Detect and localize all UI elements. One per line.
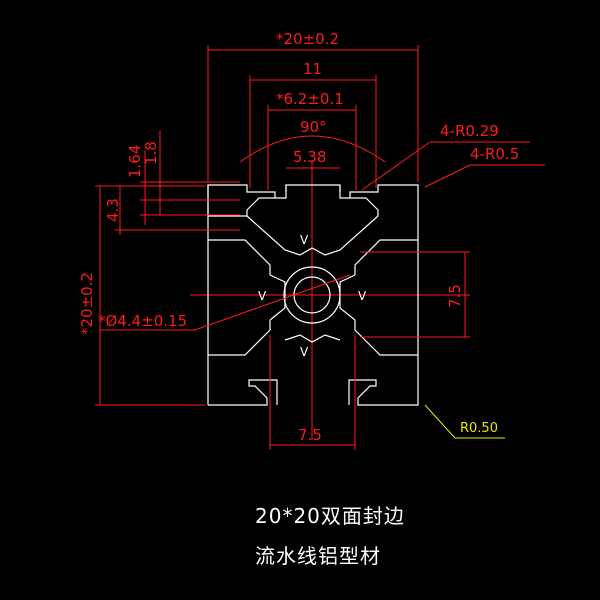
v-marks: V V V V — [258, 233, 367, 359]
v-mark-bottom: V — [300, 345, 309, 359]
dim-slot-opening: *6.2±0.1 — [276, 90, 344, 108]
dim-hole-dia: *Ø4.4±0.15 — [98, 312, 187, 330]
centerlines — [190, 160, 470, 440]
dim-1-64: 1.64 — [126, 145, 144, 178]
dim-r-outer: 4-R0.5 — [470, 145, 519, 163]
dim-r-inner: 4-R0.29 — [440, 122, 499, 140]
dim-overall-height: *20±0.2 — [78, 272, 96, 335]
dim-corner-radius: R0.50 — [460, 421, 498, 436]
dim-overall-width: *20±0.2 — [276, 30, 339, 48]
dim-right-7-5: 7.5 — [446, 284, 464, 308]
corner-radius-leader: R0.50 — [424, 404, 505, 439]
profile-outline — [207, 184, 419, 406]
caption-line-2: 流水线铝型材 — [255, 544, 381, 568]
dim-bottom-7-5: 7.5 — [298, 426, 322, 444]
dimension-labels: *20±0.2 11 *6.2±0.1 90° 5.38 4-R0.29 4-R… — [78, 30, 519, 444]
dim-1-8: 1.8 — [142, 141, 160, 165]
dim-4-3: 4.3 — [104, 198, 122, 222]
v-mark-top: V — [300, 233, 309, 247]
caption-line-1: 20*20双面封边 — [255, 504, 405, 528]
dim-neck-width: 5.38 — [293, 148, 326, 166]
dim-angle: 90° — [300, 118, 327, 136]
dim-slot-outer: 11 — [303, 60, 322, 78]
v-mark-right: V — [358, 289, 367, 303]
v-mark-left: V — [258, 289, 267, 303]
dimension-lines — [95, 45, 545, 450]
